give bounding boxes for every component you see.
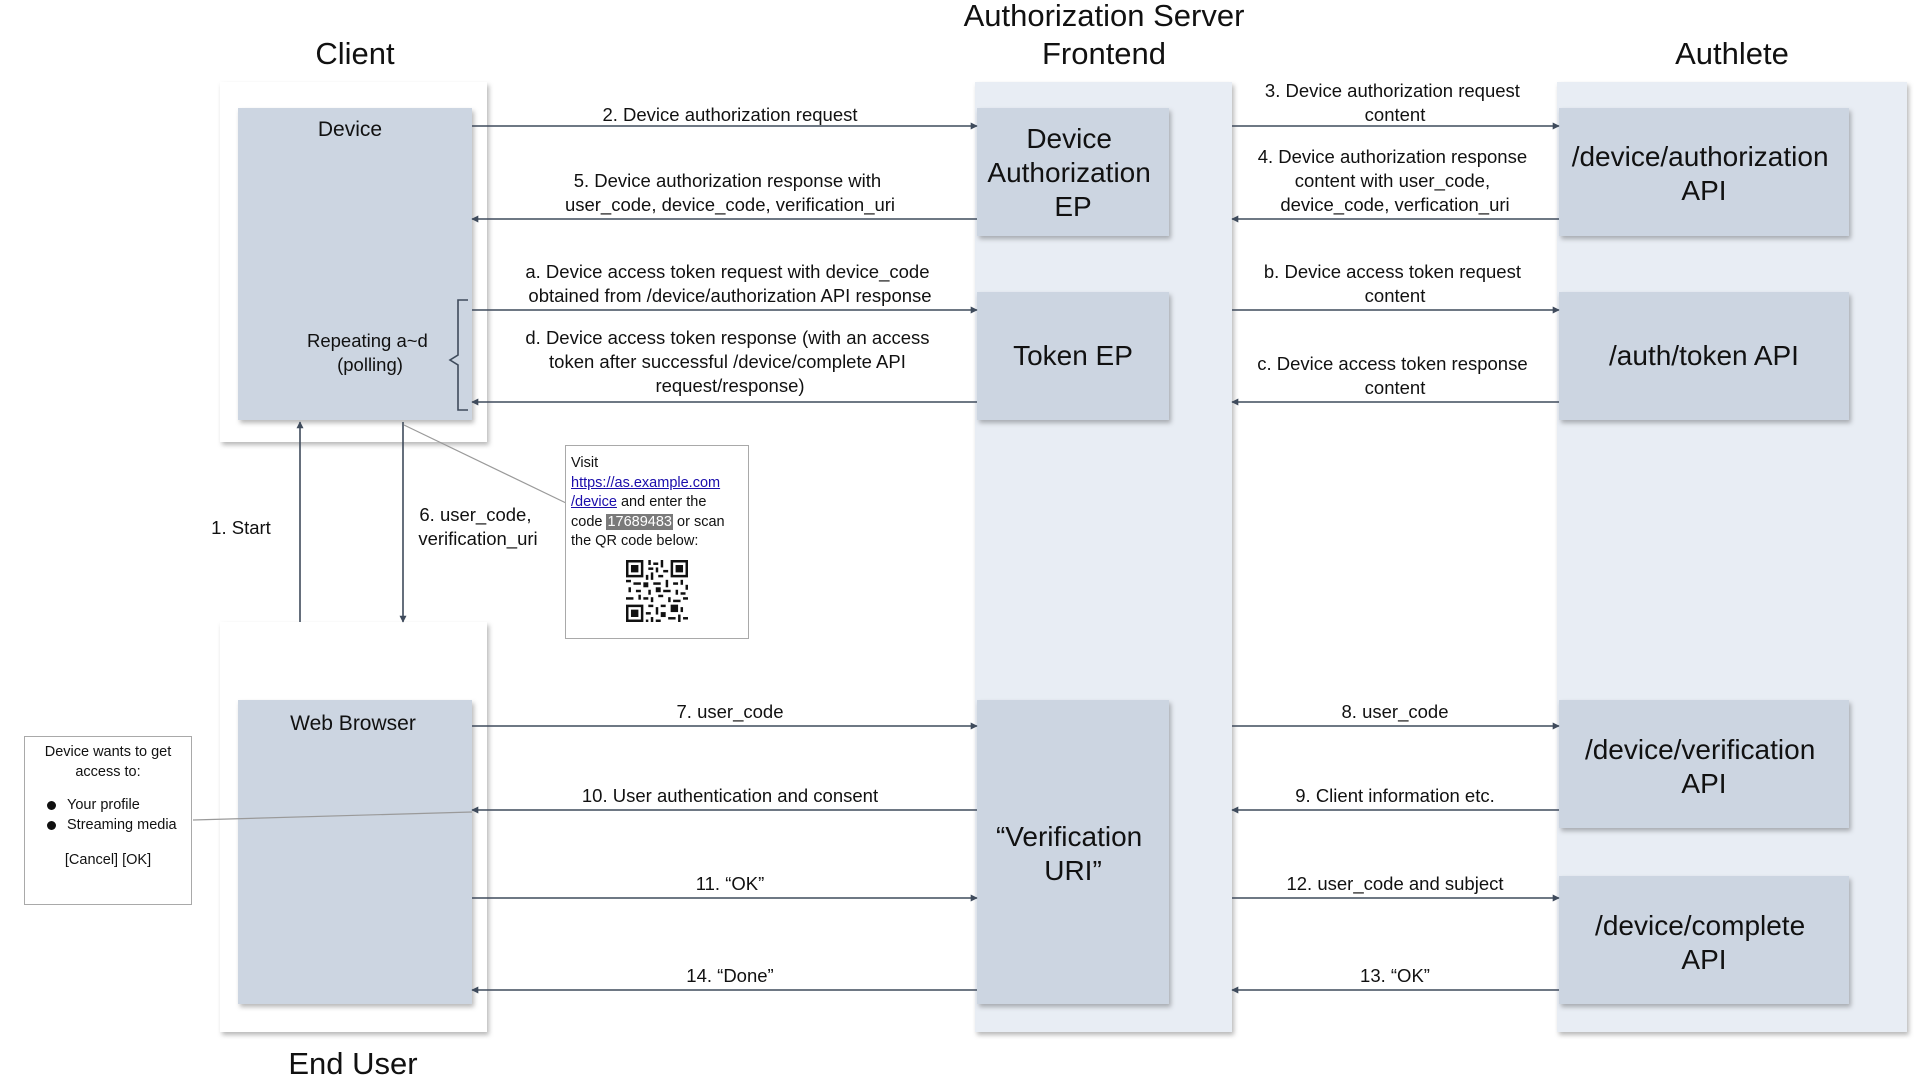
step6-label: 6. user_code, verification_uri [418,504,537,550]
as-frontend-header-line1: Authorization Server [964,0,1245,33]
qr-instruction: the QR code below: [571,533,699,549]
step7-label: 7. user_code [677,701,784,723]
token-ep-box [977,292,1169,420]
client-header: Client [315,36,395,71]
device-verification-api-label: /device/verification API [1585,734,1823,799]
consent-title: Device wants to get access to: [44,744,172,780]
visit-instructions: https://as.example.com/device and enter … [571,474,743,552]
polling-bracket [448,299,468,411]
consent-scope-item: Your profile [47,796,191,816]
visit-text: Visit [571,455,599,471]
stepb-label: b. Device access token request content [1264,261,1526,306]
step3-label: 3. Device authorization request content [1265,80,1525,125]
verification-uri-label: “Verification URI” [996,821,1150,886]
device-authorization-ep-box [977,108,1169,236]
step5-label: 5. Device authorization response with us… [565,170,895,216]
end-user-header: End User [288,1046,417,1080]
consent-dialog: Device wants to get access to: Your prof… [24,736,192,905]
device-screen-connector [403,424,567,504]
stepc-label: c. Device access token response content [1257,353,1533,398]
auth-token-api-box [1559,292,1849,420]
step2-label: 2. Device authorization request [602,104,857,125]
step9-label: 9. Client information etc. [1295,785,1494,806]
step14-label: 14. “Done” [686,965,773,986]
consent-connector [192,811,473,821]
web-browser-box [238,700,472,1004]
qr-code-icon [626,559,688,622]
and-enter-text: and enter the [616,494,707,510]
authlete-lane [1557,82,1907,1032]
verification-url-path-link[interactable]: /device [571,494,617,510]
web-browser-label: Web Browser [290,712,416,735]
verification-url-link[interactable]: https://as.example.com [571,474,721,491]
device-label: Device [318,118,382,141]
device-authorization-api-box [1559,108,1849,236]
step4-label: 4. Device authorization response content… [1258,146,1533,216]
step12-label: 12. user_code and subject [1286,873,1503,895]
step8-label: 8. user_code [1342,701,1449,723]
token-ep-label: Token EP [1013,340,1133,371]
consent-actions[interactable]: [Cancel] [OK] [64,852,152,868]
step11-label: 11. “OK” [696,873,765,894]
device-verification-api-box [1559,700,1849,828]
device-authorization-ep-label: Device Authorization EP [987,123,1158,222]
stepa-label: a. Device access token request with devi… [525,261,934,306]
consent-scope-item: Streaming media [47,816,191,836]
device-complete-api-label: /device/complete API [1595,910,1813,975]
consent-scope-list: Your profile Streaming media [25,796,191,835]
verification-uri-box [977,700,1169,1004]
user-code-highlight: 17689483 [606,513,673,530]
or-scan-text: or scan [673,513,725,530]
step13-label: 13. “OK” [1360,965,1430,986]
polling-label: Repeating a~d (polling) [307,330,433,375]
step10-label: 10. User authentication and consent [582,785,878,806]
as-frontend-header-line2: Frontend [1042,36,1166,71]
auth-token-api-label: /auth/token API [1609,340,1799,371]
device-complete-api-box [1559,876,1849,1004]
device-screen-callout: Visit https://as.example.com/device and … [565,445,749,639]
start-label: 1. Start [211,517,271,538]
device-box [238,108,472,420]
code-label: code [571,513,607,530]
stepd-label: d. Device access token response (with an… [525,327,934,396]
device-authorization-api-label: /device/authorization API [1572,141,1837,206]
authlete-header: Authlete [1675,36,1789,71]
